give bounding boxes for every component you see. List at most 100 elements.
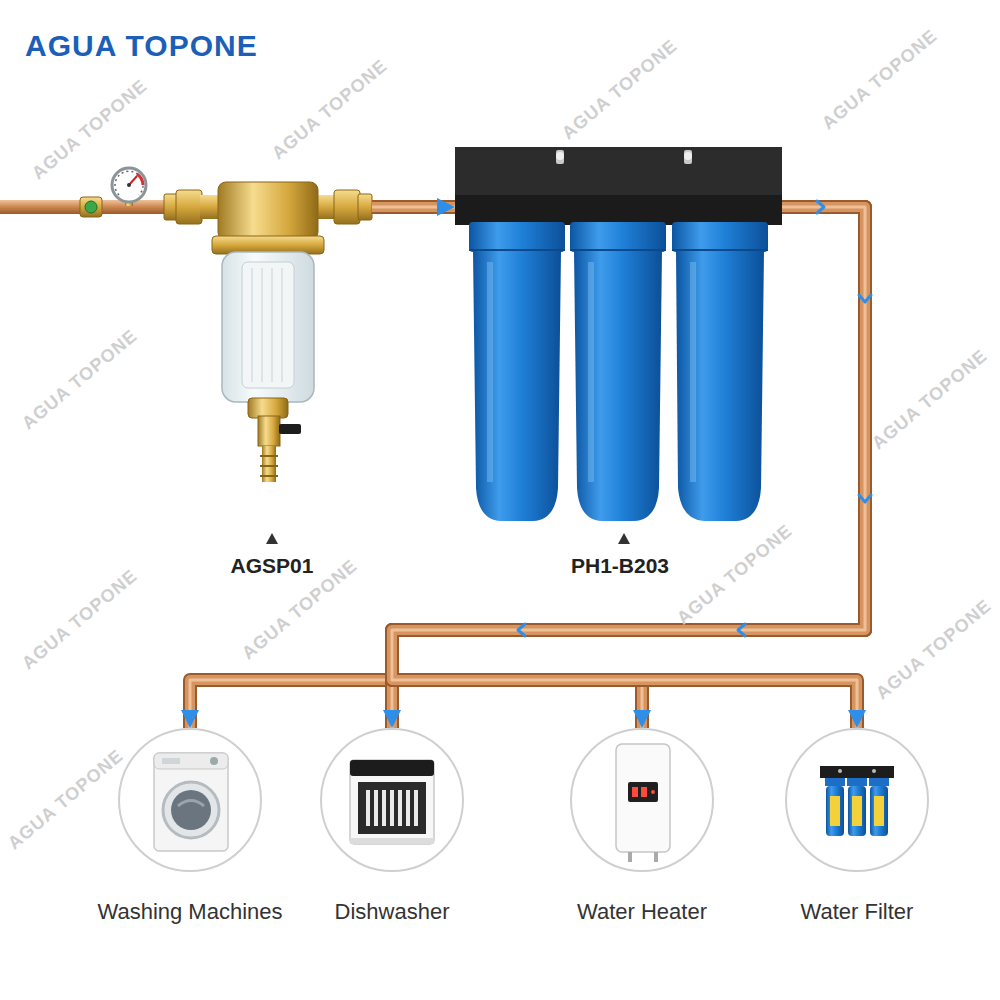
dishwasher-icon <box>350 760 434 776</box>
pipe-connector <box>372 200 455 214</box>
pipe-connector <box>372 202 455 212</box>
water-filter-icon <box>874 796 884 826</box>
pipe-connector <box>392 207 865 728</box>
prefilter-agsp01 <box>281 268 283 382</box>
filter-housing-node: PH1-B203 <box>455 147 782 522</box>
filter-housing-ph1-b203 <box>469 249 565 251</box>
water-filter-icon <box>872 769 876 773</box>
pressure-gauge <box>112 168 146 202</box>
pipe-connector <box>190 207 865 728</box>
washing-machine-icon <box>163 782 219 838</box>
filter-housing-ph1-b203 <box>684 150 692 164</box>
filter-housing-ph1-b203 <box>588 262 594 482</box>
water-filter-icon <box>852 796 862 826</box>
watermark: AGUA TOPONE <box>868 345 992 454</box>
filter-housing-ph1-b203 <box>690 262 696 482</box>
washing-machine-icon <box>154 753 228 851</box>
filter-housing-ph1-b203 <box>556 152 564 160</box>
prefilter-agsp01 <box>260 475 278 477</box>
watermark: AGUA TOPONE <box>673 520 797 629</box>
prefilter-agsp01 <box>164 182 372 482</box>
dishwasher-icon <box>406 790 410 826</box>
circle-outline <box>118 728 262 872</box>
water-heater-icon <box>628 782 658 802</box>
prefilter-agsp01 <box>358 194 372 220</box>
filter-housing-ph1-b203 <box>469 222 565 252</box>
appliance-circle: Water Filter <box>785 728 929 872</box>
dishwasher-icon <box>382 790 386 826</box>
appliance-circle: Dishwasher <box>320 728 464 872</box>
filter-housing-ph1-b203 <box>556 150 564 164</box>
flow-arrow <box>859 295 871 302</box>
circle-outline <box>320 728 464 872</box>
washing-machine-icon <box>162 758 180 764</box>
pipe-connector <box>190 207 865 728</box>
water-filter-icon <box>830 796 840 826</box>
shutoff-valve <box>80 197 102 217</box>
filter-housing-ph1-b203 <box>455 147 782 521</box>
pressure-gauge <box>137 174 143 185</box>
dishwasher-icon <box>350 838 434 844</box>
dishwasher-icon <box>374 790 378 826</box>
flow-arrow <box>817 201 824 213</box>
water-heater-icon <box>651 790 655 794</box>
circle-outline <box>785 728 929 872</box>
filter-housing-ph1-b203 <box>672 222 768 252</box>
dishwasher-icon <box>390 790 394 826</box>
water-filter-icon <box>825 778 845 786</box>
watermark: AGUA TOPONE <box>818 25 942 134</box>
water-filter-icon <box>870 786 888 836</box>
washing-machine-icon <box>210 757 218 765</box>
filter-housing-ph1-b203 <box>570 249 666 251</box>
prefilter-agsp01 <box>176 190 202 224</box>
pointer-triangle <box>266 533 630 544</box>
water-heater-icon <box>641 787 647 797</box>
pipe-connector <box>392 207 865 728</box>
watermark: AGUA TOPONE <box>18 565 142 674</box>
prefilter-agsp01 <box>260 455 278 457</box>
appliance-caption: Dishwasher <box>335 899 450 925</box>
prefilter-agsp01 <box>200 195 220 219</box>
pipe-connector <box>392 207 865 728</box>
water-filter-icon <box>848 786 866 836</box>
washing-machine-icon <box>171 790 211 830</box>
filter-housing-ph1-b203 <box>455 147 782 199</box>
water-heater-icon <box>632 787 638 797</box>
flow-arrow <box>738 624 745 636</box>
filter-housing-ph1-b203 <box>574 250 662 521</box>
prefilter-agsp01 <box>260 465 278 467</box>
water-filter-icon <box>820 766 894 836</box>
pressure-gauge <box>115 171 143 195</box>
prefilter-agsp01 <box>279 424 301 434</box>
water-filter-icon <box>820 766 894 778</box>
pipe-connector <box>392 207 865 728</box>
pipe-connector <box>392 207 865 728</box>
shutoff-valve <box>85 201 97 213</box>
watermark: AGUA TOPONE <box>28 75 152 184</box>
pipe-connector <box>392 207 865 728</box>
prefilter-agsp01 <box>261 268 263 382</box>
filter-housing-ph1-b203 <box>487 262 493 482</box>
pipe-connector <box>372 207 455 208</box>
water-heater-icon <box>616 744 670 852</box>
dishwasher-icon <box>366 790 370 826</box>
filter-housing-ph1-b203 <box>570 222 666 252</box>
prefilter-node: AGSP01 <box>160 180 372 485</box>
circle-outline <box>571 729 713 871</box>
water-heater-icon <box>654 852 658 862</box>
pipe-connectors <box>190 207 865 728</box>
circle-outline <box>570 728 714 872</box>
filter-housing-ph1-b203 <box>473 250 561 521</box>
flow-arrow <box>859 495 871 502</box>
brand-logo: AGUA TOPONE <box>25 28 258 64</box>
watermark: AGUA TOPONE <box>558 35 682 144</box>
prefilter-agsp01 <box>258 416 280 446</box>
product-label: AGSP01 <box>231 553 314 578</box>
pipe-connector <box>392 207 865 728</box>
pressure-gauge <box>127 183 131 187</box>
pipe-connector <box>392 207 865 728</box>
prefilter-agsp01 <box>271 268 273 382</box>
